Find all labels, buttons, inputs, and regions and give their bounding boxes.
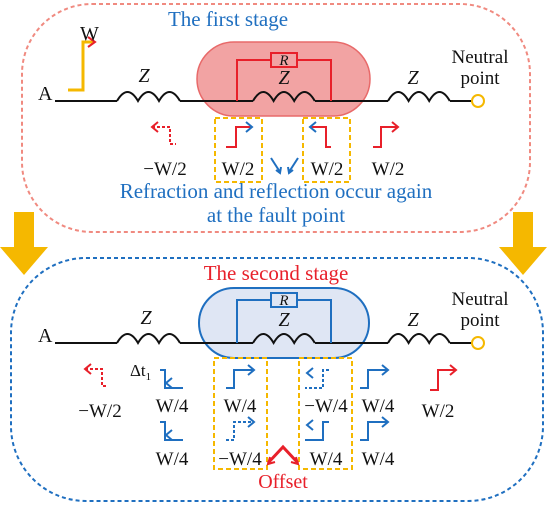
stage1-wave-label-1: W/2 [222,159,255,180]
stage1-resistor-label: R [278,53,288,69]
stage2-row2-label-0: W/4 [156,449,189,470]
caret-up-icon [266,444,300,465]
stage2-wave-reflected-neg [83,363,108,387]
stage2-inductor-left-label: Z [140,307,152,329]
stage2-wave-row2-b [226,416,256,441]
stage2-row1-label-0: −W/2 [78,401,121,422]
down-arrow-icon [499,212,547,275]
stage1-wave-reflect-2 [308,121,331,148]
stage2-inductor-right-label: Z [407,309,419,331]
stage2-neutral-label-1: Neutral [452,289,509,310]
stage2-highlight-box-2 [298,357,353,470]
stage2-row1-labels: −W/2 W/4 W/4 −W/4 W/4 W/2 [78,396,454,422]
stage2-inductor-fault-label: Z [278,309,290,331]
caret-up-icon [266,456,300,466]
stage2-resistor-label: R [278,293,288,309]
stage2-wave-row2-d [360,416,390,441]
stage1-wave-transmit-1 [226,121,254,148]
stage2-inductor-right [387,333,451,346]
stage1-wave-label-group: −W/2 W/2 W/2 W/2 [143,159,404,180]
stage1-inductor-left-label: Z [138,65,150,87]
stage1-wave-label-0: −W/2 [143,159,186,180]
stage1-inductor-right [387,91,451,104]
stage2-resistor-branch [236,292,332,343]
stage2-border [10,257,544,502]
stage2-wave-row1-b [226,364,256,389]
resistor-icon [270,52,298,68]
stage1-caption-line2: at the fault point [207,203,345,227]
stage1-neutral-node-icon [471,94,485,108]
stage2-delta-t: Δt1 [130,361,151,383]
stage2-row2-label-2: W/4 [310,449,343,470]
stage2-neutral-label-2: point [460,310,500,331]
stage1-wave-label: W [80,23,99,45]
stage2-title: The second stage [204,261,349,285]
resistor-icon [270,292,298,308]
stage2-row1-label-5: W/2 [422,401,455,422]
stage2-wave-row1-d [360,364,390,389]
stage2-wave-row2-a [160,421,183,441]
stage1-wave-transmit-far [373,121,400,148]
stage2-wave-transmit-far [430,364,458,391]
stage1-border [21,3,531,233]
stage2-row2-label-3: W/4 [362,449,395,470]
stage2-offset-label: Offset [258,471,308,493]
stage1-input-wave [68,36,97,92]
stage1-neutral-label-2: point [460,68,500,89]
stage1-inductor-fault-label: Z [278,67,290,89]
stage1-converging-arrows [270,157,299,175]
stage1-wave-reflected-neg [150,121,176,145]
stage1-wave-label-2: W/2 [311,159,344,180]
stage2-wave-row1-a [160,369,183,389]
stage2-delta-t-subscript: 1 [146,371,152,383]
stage1-inductor-right-label: Z [407,67,419,89]
stage2-row1-label-1: W/4 [156,396,189,417]
stage1-inductor-fault [252,91,316,104]
stage2-fault-capsule [198,287,370,359]
stage2-row1-label-4: W/4 [362,396,395,417]
stage2-row1-label-2: W/4 [224,396,257,417]
stage2-wave-row1-c [305,367,329,389]
stage2-row2-labels: W/4 −W/4 W/4 W/4 [156,449,395,470]
stage2-neutral-node-icon [471,336,485,350]
stage2-row2-label-1: −W/4 [218,449,262,470]
stage1-resistor-branch [236,52,332,101]
stage1-title: The first stage [168,7,288,31]
stage1-neutral-label-1: Neutral [452,47,509,68]
stage1-source-label: A [38,83,53,105]
stage2-highlight-box-1 [213,357,268,470]
down-arrow-icon [0,212,48,275]
stage2-inductor-left [116,333,181,345]
stage1-inductor-left [116,91,181,103]
stage2-source-label: A [38,325,53,347]
stage2-wave-row2-c [305,419,329,441]
stage2-delta-t-text: Δt [130,361,146,380]
stage1-wave-label-3: W/2 [372,159,405,180]
stage1-caption-line1: Refraction and reflection occur again [120,179,433,203]
stage2-row1-label-3: −W/4 [304,396,348,417]
stage2-inductor-fault [252,333,316,346]
